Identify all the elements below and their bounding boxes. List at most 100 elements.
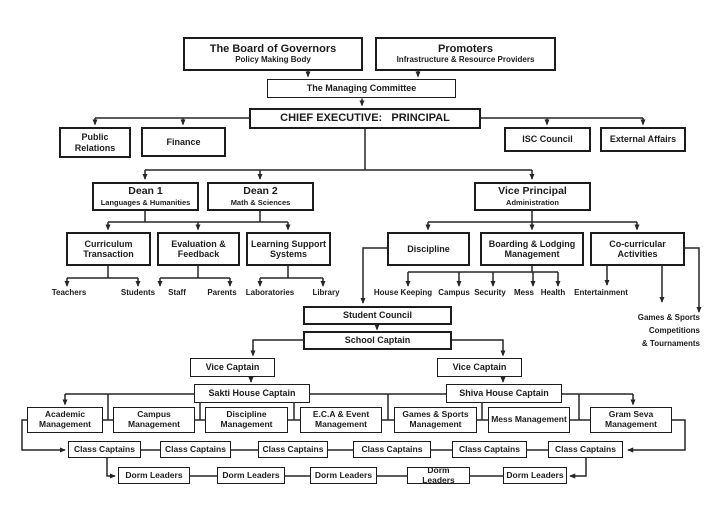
node-label: Class Captains <box>262 443 324 454</box>
node-label: Discipline <box>407 243 450 254</box>
node-title: The Board of Governors <box>209 43 337 56</box>
node-class-captains-2: Class Captains <box>160 441 231 458</box>
node-subtitle: Languages & Humanities <box>100 197 191 207</box>
node-dorm-leaders-5: Dorm Leaders <box>503 467 567 484</box>
node-external-affairs: External Affairs <box>600 127 686 152</box>
node-gram-seva-management: Gram Seva Management <box>590 407 672 433</box>
node-discipline-management: Discipline Management <box>205 407 288 433</box>
leaf-security: Security <box>474 288 506 297</box>
node-dorm-leaders-2: Dorm Leaders <box>217 467 285 484</box>
node-label: External Affairs <box>609 134 677 145</box>
node-public-relations: Public Relations <box>59 127 131 158</box>
node-boarding-lodging-management: Boarding & Lodging Management <box>480 232 584 266</box>
node-vice-captain-right: Vice Captain <box>437 358 522 377</box>
node-class-captains-6: Class Captains <box>548 441 623 458</box>
node-label: Vice Captain <box>452 362 507 373</box>
node-subtitle: Administration <box>506 197 559 207</box>
node-label: Vice Captain <box>205 362 260 373</box>
node-label: The Managing Committee <box>306 83 417 94</box>
node-class-captains-4: Class Captains <box>353 441 431 458</box>
node-label: Co-curricular Activities <box>609 238 666 259</box>
node-label: CHIEF EXECUTIVE: PRINCIPAL <box>280 112 450 125</box>
node-board-of-governors: The Board of Governors Policy Making Bod… <box>183 37 363 71</box>
node-label: Class Captains <box>361 443 423 454</box>
leaf-health: Health <box>540 288 566 297</box>
node-class-captains-1: Class Captains <box>68 441 141 458</box>
node-label: Class Captains <box>74 443 135 454</box>
leaf-laboratories: Laboratories <box>245 288 295 297</box>
leaf-line: Games & Sports <box>637 313 700 322</box>
node-label: School Captain <box>344 335 411 346</box>
node-label: Learning Support Systems <box>251 238 326 259</box>
node-dean1: Dean 1 Languages & Humanities <box>92 182 199 211</box>
node-learning-support-systems: Learning Support Systems <box>246 232 331 266</box>
node-label: Dorm Leaders <box>314 469 373 480</box>
leaf-parents: Parents <box>207 288 237 297</box>
node-dorm-leaders-3: Dorm Leaders <box>310 467 377 484</box>
leaf-line: & Tournaments <box>641 339 700 348</box>
node-label: Campus Management <box>128 409 180 429</box>
node-shiva-house-captain: Shiva House Captain <box>446 384 562 403</box>
leaf-library: Library <box>312 288 340 297</box>
node-label: Finance <box>166 136 201 147</box>
node-label: Curriculum Transaction <box>83 238 134 259</box>
node-finance: Finance <box>141 127 226 157</box>
node-vice-principal: Vice Principal Administration <box>474 182 591 211</box>
node-label: Sakti House Captain <box>208 388 296 399</box>
node-school-captain: School Captain <box>303 331 452 350</box>
node-label: ISC Council <box>522 134 573 145</box>
leaf-students: Students <box>120 288 156 297</box>
leaf-campus: Campus <box>438 288 470 297</box>
node-label: Dorm Leaders <box>222 469 280 480</box>
node-curriculum-transaction: Curriculum Transaction <box>66 232 151 266</box>
node-label: Academic Management <box>39 409 91 429</box>
leaf-games-sports-competitions: Games & Sports Competitions & Tournament… <box>638 311 700 350</box>
node-label: Gram Seva Management <box>605 409 657 429</box>
node-isc-council: ISC Council <box>504 127 591 152</box>
node-vice-captain-left: Vice Captain <box>190 358 275 377</box>
node-games-sports-management: Games & Sports Management <box>394 407 477 433</box>
node-title: Dean 2 <box>243 185 278 198</box>
node-class-captains-5: Class Captains <box>452 441 527 458</box>
node-label: Dorm Leaders <box>422 464 455 485</box>
node-label: Student Council <box>343 310 412 321</box>
leaf-teachers: Teachers <box>51 288 87 297</box>
node-dorm-leaders-4: Dorm Leaders <box>407 464 470 485</box>
node-label: Dorm Leaders <box>125 469 183 480</box>
leaf-staff: Staff <box>168 288 186 297</box>
node-label: Boarding & Lodging Management <box>488 238 576 259</box>
node-label: Mess Management <box>491 414 567 425</box>
node-eca-event-management: E.C.A & Event Management <box>300 407 382 433</box>
node-cocurricular-activities: Co-curricular Activities <box>590 232 685 266</box>
node-student-council: Student Council <box>303 306 452 325</box>
node-label: Discipline Management <box>220 409 273 429</box>
node-mess-management: Mess Management <box>488 407 570 433</box>
node-discipline: Discipline <box>387 232 470 266</box>
leaf-line: Competitions <box>648 326 700 335</box>
node-class-captains-3: Class Captains <box>258 441 328 458</box>
node-label: Games & Sports Management <box>402 409 469 429</box>
node-subtitle: Math & Sciences <box>230 197 291 207</box>
node-academic-management: Academic Management <box>27 407 103 433</box>
node-title: Vice Principal <box>498 185 567 198</box>
node-promoters: Promoters Infrastructure & Resource Prov… <box>375 37 556 71</box>
node-title: Dean 1 <box>128 185 163 198</box>
node-chief-executive-principal: CHIEF EXECUTIVE: PRINCIPAL <box>249 108 481 129</box>
leaf-house-keeping: House Keeping <box>373 288 433 297</box>
node-label: Public Relations <box>74 132 116 153</box>
node-label: Shiva House Captain <box>459 388 549 399</box>
leaf-mess: Mess <box>513 288 535 297</box>
leaf-entertainment: Entertainment <box>574 288 628 297</box>
node-managing-committee: The Managing Committee <box>267 79 456 98</box>
node-subtitle: Infrastructure & Resource Providers <box>396 55 535 65</box>
node-dean2: Dean 2 Math & Sciences <box>207 182 314 211</box>
node-sakti-house-captain: Sakti House Captain <box>194 384 310 403</box>
node-label: Class Captains <box>459 443 520 454</box>
node-campus-management: Campus Management <box>113 407 195 433</box>
node-evaluation-feedback: Evaluation & Feedback <box>157 232 240 266</box>
node-label: Class Captains <box>555 443 616 454</box>
node-subtitle: Policy Making Body <box>235 55 311 65</box>
node-dorm-leaders-1: Dorm Leaders <box>118 467 190 484</box>
node-label: Evaluation & Feedback <box>171 238 226 259</box>
